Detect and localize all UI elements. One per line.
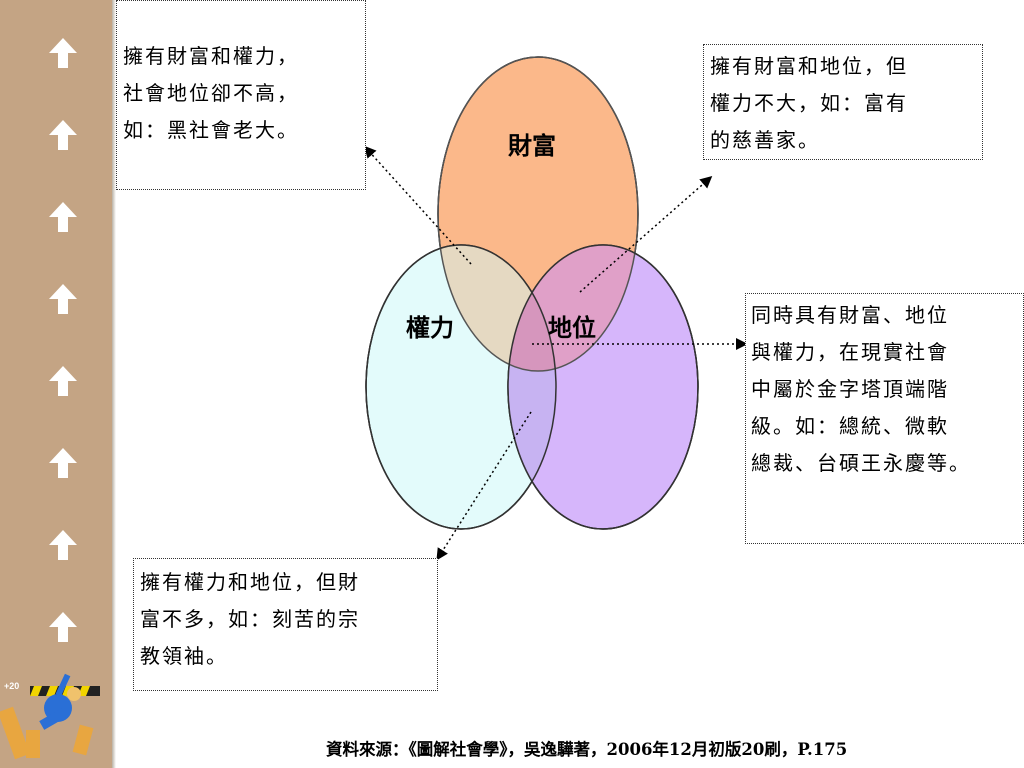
- wealth-status-overlap: [508, 245, 638, 371]
- up-arrow-icon: [49, 366, 77, 396]
- up-arrow-icon: [49, 448, 77, 478]
- source-citation: 資料來源：《圖解社會學》，吳逸驊著，2006年12月初版20刷，P.175: [326, 740, 848, 759]
- note-all-three: 同時具有財富、地位 與權力，在現實社會 中屬於金字塔頂端階 級。如：總統、微軟 …: [745, 293, 1024, 544]
- pointer-power-status: [436, 411, 532, 561]
- sidebar-edge: [112, 0, 116, 768]
- note-power-status: 擁有權力和地位，但財 富不多，如：刻苦的宗 教領袖。: [133, 558, 438, 691]
- up-arrow-icon: [49, 202, 77, 232]
- up-arrow-icon: [49, 284, 77, 314]
- climber-figure-icon: [0, 673, 100, 760]
- up-arrow-icon: [49, 38, 77, 68]
- status-label: 地位: [548, 313, 596, 342]
- power-label: 權力: [406, 313, 454, 342]
- note-wealth-power: 擁有財富和權力， 社會地位卻不高， 如：黑社會老大。: [116, 0, 366, 190]
- up-arrow-icon: [49, 530, 77, 560]
- note-wealth-status: 擁有財富和地位，但 權力不大，如：富有 的慈善家。: [703, 44, 983, 160]
- wealth-power-overlap: [438, 245, 556, 371]
- wealth-label: 財富: [508, 131, 556, 160]
- up-arrow-icon: [49, 120, 77, 150]
- pointer-wealth-power: [363, 145, 472, 265]
- plus-badge: +20: [4, 681, 20, 691]
- up-arrow-icon: [49, 612, 77, 642]
- pointer-wealth-status: [579, 176, 713, 293]
